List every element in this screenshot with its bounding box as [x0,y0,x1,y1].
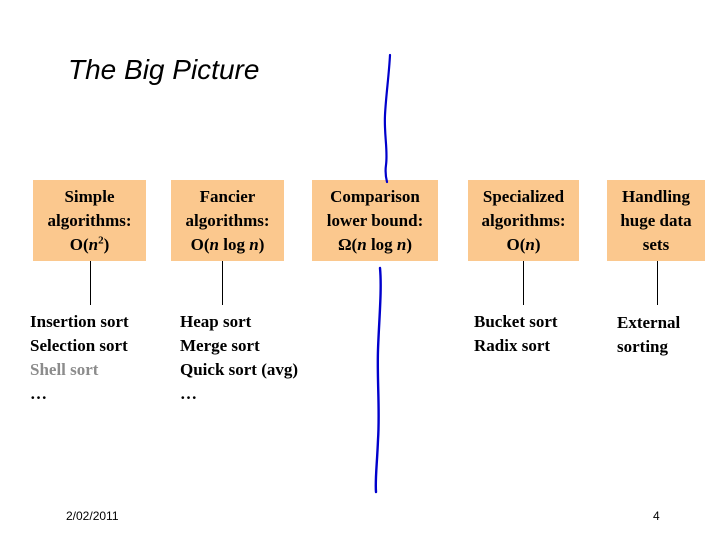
list-item: Radix sort [474,336,551,355]
box-line: Handling [621,186,691,206]
box-line: sets [642,234,670,254]
box-simple-algorithms: Simple algorithms: O(n2) [33,180,146,261]
box-specialized-algorithms: Specialized algorithms: O(n) [468,180,579,261]
connector-line [657,261,658,305]
list-item: … [30,384,47,403]
list-item: Insertion sort [30,312,129,331]
box-line: huge data [620,210,692,230]
list-item: Heap sort [180,312,252,331]
list-item: … [180,384,197,403]
pen-stroke-upper [383,53,392,184]
box-line: lower bound: [326,210,424,230]
complexity-formula: O(n2) [69,233,110,254]
connector-line [523,261,524,305]
complexity-formula: O(n log n) [190,234,265,254]
list-item: sorting [617,337,668,356]
list-item: Quick sort (avg) [180,360,299,379]
list-item: External [617,313,681,332]
page-number: 4 [653,509,660,523]
slide-title: The Big Picture [68,54,260,85]
box-line: Simple [64,186,115,206]
box-line: algorithms: [47,210,132,230]
box-line: Fancier [199,186,256,206]
list-item: Selection sort [30,336,128,355]
box-line: Comparison [330,186,420,206]
list-fancier-sorts: Heap sort Merge sort Quick sort (avg) … [180,310,298,406]
list-item: Merge sort [180,336,260,355]
box-fancier-algorithms: Fancier algorithms: O(n log n) [171,180,284,261]
box-line: algorithms: [481,210,566,230]
pen-stroke-lower [374,266,382,494]
box-huge-data-sets: Handling huge data sets [607,180,705,261]
list-item: Bucket sort [474,312,558,331]
connector-line [90,261,91,305]
box-line: algorithms: [185,210,270,230]
box-comparison-lower-bound: Comparison lower bound: Ω(n log n) [312,180,438,261]
list-item: Shell sort [30,360,99,379]
connector-line [222,261,223,305]
complexity-formula: O(n) [506,234,541,254]
list-specialized-sorts: Bucket sort Radix sort [474,310,558,358]
list-huge-data-sorts: External sorting [617,311,680,359]
footer-date: 2/02/2011 [66,509,119,523]
box-line: Specialized [482,186,565,206]
list-simple-sorts: Insertion sort Selection sort Shell sort… [30,310,129,406]
complexity-formula: Ω(n log n) [337,234,413,254]
